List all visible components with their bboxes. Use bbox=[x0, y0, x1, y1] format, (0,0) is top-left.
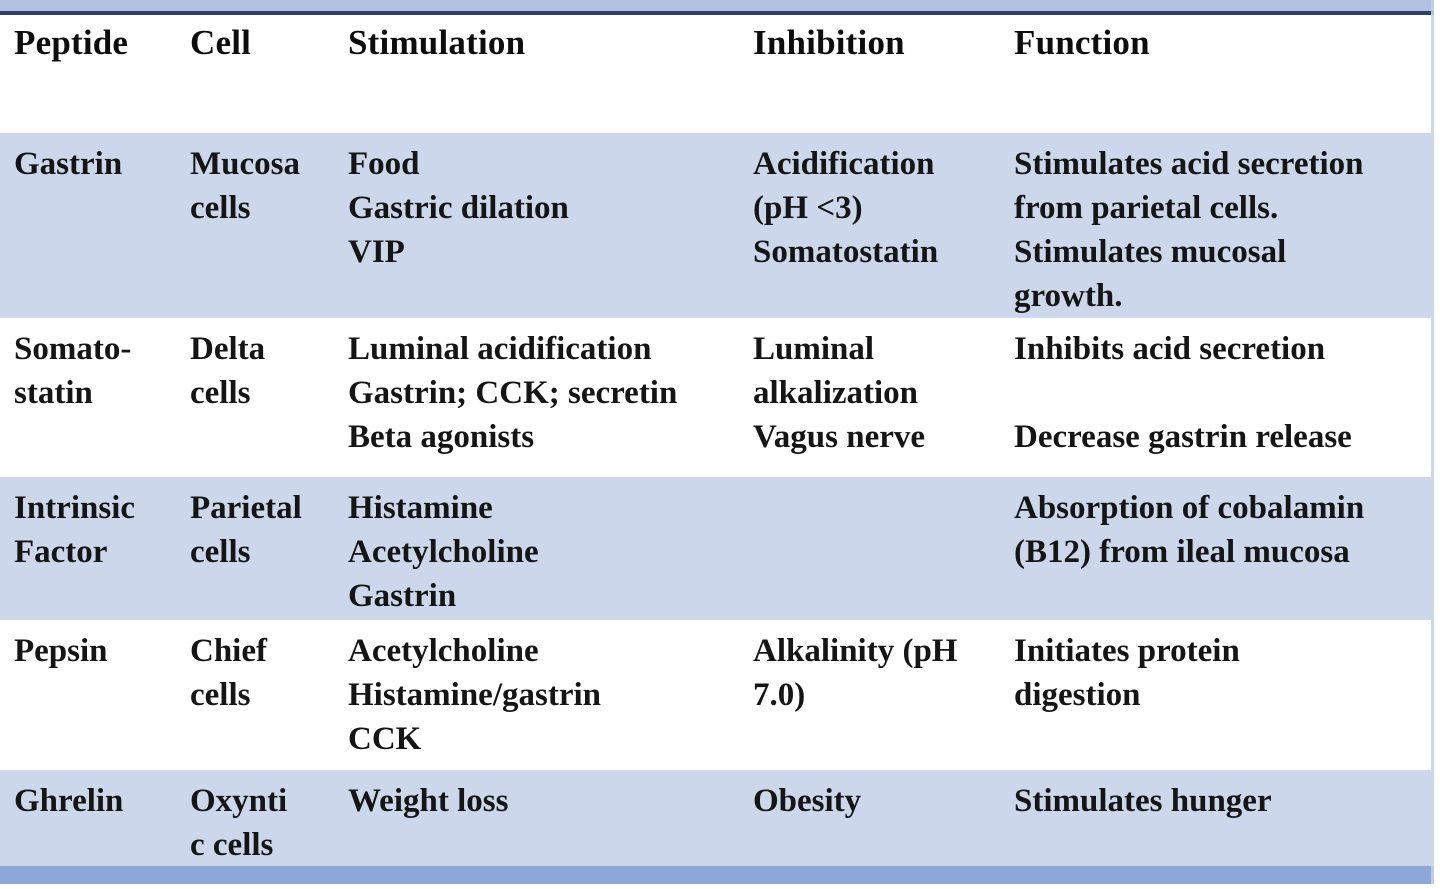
cell-line: Acidification bbox=[753, 146, 935, 182]
cell-line: Inhibits acid secretion bbox=[1014, 331, 1326, 367]
column-header-cell: Cell bbox=[190, 23, 252, 62]
cell-line: cells bbox=[190, 190, 251, 226]
cell-line: from parietal cells. bbox=[1014, 190, 1279, 226]
cell-line: Luminal acidification bbox=[348, 331, 652, 367]
cell-line: Somatostatin bbox=[753, 234, 939, 270]
cell-line: statin bbox=[14, 375, 93, 411]
cell-line: Chief bbox=[190, 633, 267, 669]
cell-line: Initiates protein bbox=[1014, 633, 1240, 669]
bottom-border-bar bbox=[0, 866, 1434, 884]
cell-line: Beta agonists bbox=[348, 419, 535, 455]
cell-line: Gastrin bbox=[14, 146, 123, 182]
peptide-table: Peptide Cell Stimulation Inhibition Function… bbox=[0, 15, 1431, 867]
cell-line: Intrinsic bbox=[14, 490, 136, 526]
cell-line bbox=[1014, 371, 1431, 415]
table-header: Peptide Cell Stimulation Inhibition Function bbox=[0, 15, 1431, 133]
cell-line: cells bbox=[190, 677, 251, 713]
cell-line: alkalization bbox=[753, 375, 919, 411]
table-cell: Mucosa cells bbox=[176, 133, 334, 318]
cell-line: cells bbox=[190, 534, 251, 570]
column-header-inhibition: Inhibition bbox=[753, 23, 905, 62]
table-cell: Stimulates hunger bbox=[1000, 770, 1431, 867]
table-row-ghrelin: Ghrelin Oxynti c cells Weight loss Obesity St… bbox=[0, 770, 1431, 867]
table-cell: Chief cells bbox=[176, 620, 334, 770]
table-cell: Parietal cells bbox=[176, 477, 334, 620]
table-cell: Inhibits acid secretion Decrease gastrin… bbox=[1000, 318, 1431, 477]
cell-line: VIP bbox=[348, 234, 405, 270]
cell-line: CCK bbox=[348, 721, 422, 757]
cell-line: Gastrin; CCK; secretin bbox=[348, 375, 678, 411]
table-cell: Initiates protein digestion bbox=[1000, 620, 1431, 770]
cell-line: Weight loss bbox=[348, 783, 509, 819]
cell-line: Histamine bbox=[348, 490, 493, 526]
cell-line: growth. bbox=[1014, 278, 1123, 314]
table-cell: Weight loss bbox=[334, 770, 739, 867]
cell-line: Vagus nerve bbox=[753, 419, 926, 455]
cell-line: Ghrelin bbox=[14, 783, 124, 819]
cell-line: Gastrin bbox=[348, 578, 457, 614]
cell-line: cells bbox=[190, 375, 251, 411]
column-header-stimulation: Stimulation bbox=[348, 23, 526, 62]
cell-line: Acetylcholine bbox=[348, 534, 539, 570]
table-cell: Oxynti c cells bbox=[176, 770, 334, 867]
cell-line: Oxynti bbox=[190, 783, 288, 819]
cell-line: Pepsin bbox=[14, 633, 108, 669]
table-cell: Obesity bbox=[739, 770, 1000, 867]
table-cell: Pepsin bbox=[0, 620, 176, 770]
table-cell: Alkalinity (pH 7.0) bbox=[739, 620, 1000, 770]
cell-line: digestion bbox=[1014, 677, 1141, 713]
table-cell: Delta cells bbox=[176, 318, 334, 477]
cell-line: Delta bbox=[190, 331, 266, 367]
cell-line: Obesity bbox=[753, 783, 862, 819]
column-header-peptide: Peptide bbox=[14, 23, 129, 62]
cell-line: Food bbox=[348, 146, 420, 182]
table-cell bbox=[739, 477, 1000, 620]
cell-line: Gastric dilation bbox=[348, 190, 569, 226]
table-right-edge bbox=[1431, 0, 1434, 884]
cell-line: c cells bbox=[190, 827, 274, 863]
cell-line: Decrease gastrin release bbox=[1014, 419, 1352, 455]
table-cell: Absorption of cobalamin (B12) from ileal … bbox=[1000, 477, 1431, 620]
cell-line: Histamine/gastrin bbox=[348, 677, 601, 713]
column-header-function: Function bbox=[1014, 23, 1150, 62]
cell-line: Absorption of cobalamin bbox=[1014, 490, 1365, 526]
cell-line: 7.0) bbox=[753, 677, 806, 713]
table-cell: Stimulates acid secretion from parietal c… bbox=[1000, 133, 1431, 318]
cell-line: Stimulates hunger bbox=[1014, 783, 1272, 819]
table-header-row: Peptide Cell Stimulation Inhibition Function bbox=[0, 15, 1431, 133]
cell-line: Somato- bbox=[14, 331, 132, 367]
cell-line: Mucosa bbox=[190, 146, 300, 182]
table-cell: Gastrin bbox=[0, 133, 176, 318]
table-cell: Acidification (pH <3) Somatostatin bbox=[739, 133, 1000, 318]
table-cell: Somato-statin bbox=[0, 318, 176, 477]
cell-line: (B12) from ileal mucosa bbox=[1014, 534, 1350, 570]
cell-line: Stimulates mucosal bbox=[1014, 234, 1287, 270]
cell-line: Acetylcholine bbox=[348, 633, 539, 669]
table-cell: Ghrelin bbox=[0, 770, 176, 867]
top-border-bar bbox=[0, 0, 1434, 15]
cell-line: Factor bbox=[14, 534, 108, 570]
table-row-somatostatin: Somato-statin Delta cells Luminal acidifica… bbox=[0, 318, 1431, 477]
cell-line: Parietal bbox=[190, 490, 302, 526]
cell-line: Stimulates acid secretion bbox=[1014, 146, 1364, 182]
cell-line: Alkalinity (pH bbox=[753, 633, 958, 669]
cell-line: Luminal bbox=[753, 331, 875, 367]
cell-line: (pH <3) bbox=[753, 190, 863, 226]
